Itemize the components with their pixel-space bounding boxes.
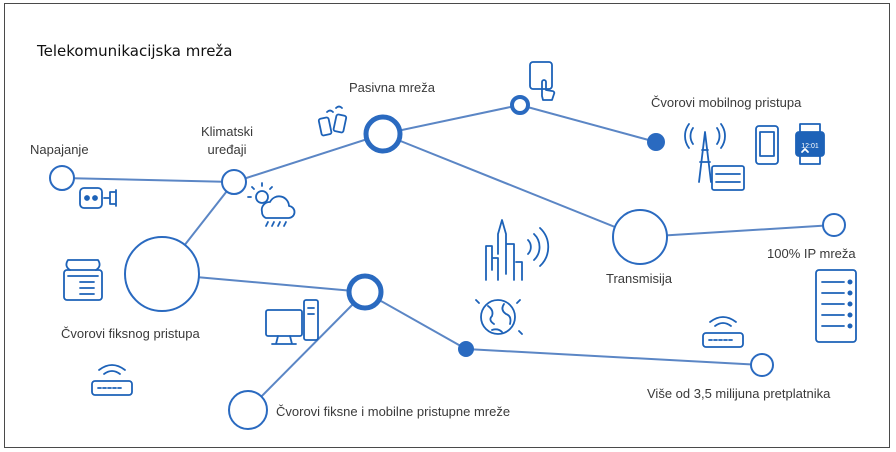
label-fiksni-mobilni: Čvorovi fiksne i mobilne pristupne mreže: [276, 404, 511, 419]
node-fiksnimobilni: [228, 390, 268, 430]
label-napajanje: Napajanje: [30, 142, 89, 157]
computer-icon: [265, 299, 319, 345]
link-small-mobilni: [519, 104, 657, 143]
diagram-title: Telekomunikacijska mreža: [37, 42, 233, 60]
label-pasivna: Pasivna mreža: [349, 80, 435, 95]
link-transmisija-ip: [639, 224, 835, 238]
link-globe-pretplatnici: [465, 348, 763, 366]
link-hub-globe: [364, 291, 467, 350]
router-icon: [91, 364, 133, 396]
label-mobilni: Čvorovi mobilnog pristupa: [651, 95, 802, 110]
node-mobilni: [647, 133, 665, 151]
server-rack-icon: [815, 269, 857, 343]
link-klimatski-pasivna: [233, 133, 384, 183]
node-pretplatnici: [750, 353, 774, 377]
link-napajanje-klimatski: [61, 177, 235, 183]
link-pasivna-small: [382, 104, 521, 135]
node-hub: [346, 273, 384, 311]
city-wifi-icon: [485, 219, 550, 281]
desk-phone-icon: [63, 259, 103, 301]
globe-icon: [475, 299, 523, 335]
node-klimatski: [221, 169, 247, 195]
node-napajanje: [49, 165, 75, 191]
label-klimatski-2: uređaji: [207, 142, 247, 157]
label-fiksni: Čvorovi fiksnog pristupa: [61, 326, 200, 341]
link-pasivna-transmisija: [382, 133, 641, 238]
node-pasivna: [363, 114, 403, 154]
phones-icon: [317, 105, 348, 137]
label-klimatski-1: Klimatski: [200, 124, 253, 139]
label-pretplatnici: Više od 3,5 milijuna pretplatnika: [647, 386, 831, 401]
weather-icon: [247, 182, 296, 227]
link-hub-fiksnimobilni: [247, 291, 366, 411]
node-ip: [822, 213, 846, 237]
node-transmisija: [612, 209, 668, 265]
node-fiksni: [124, 236, 200, 312]
router-icon: [702, 316, 744, 348]
label-transmisija: Transmisija: [606, 271, 672, 286]
node-small: [510, 95, 530, 115]
smartphone-icon: [755, 125, 779, 165]
diagram-frame: Telekomunikacijska mreža: [4, 3, 890, 448]
node-globe: [458, 341, 474, 357]
antenna-tower-icon: [684, 123, 745, 191]
tablet-touch-icon: [529, 61, 556, 101]
smartwatch-icon: [795, 123, 825, 165]
watch-clock: 12:01: [801, 143, 819, 150]
power-plug-icon: [79, 187, 117, 209]
label-ip: 100% IP mreža: [767, 246, 856, 261]
network-nodes: [49, 95, 846, 430]
